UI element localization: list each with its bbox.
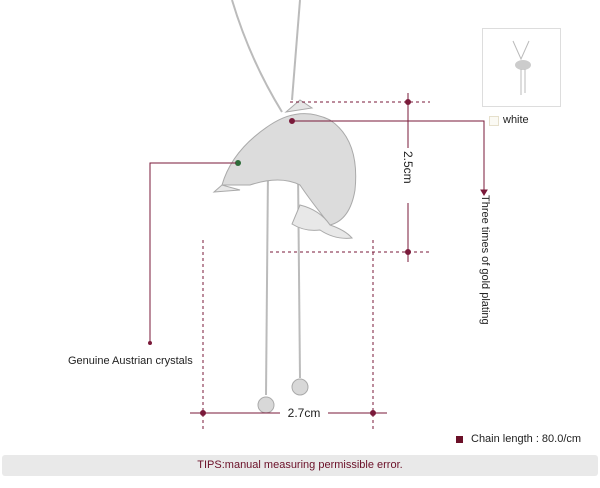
tips-bar: TIPS:manual measuring permissible error.	[2, 455, 598, 476]
height-label: 2.5cm	[401, 151, 415, 184]
plating-label: Three times of gold plating	[479, 195, 491, 325]
color-label: white	[503, 114, 529, 126]
chain-beads	[257, 378, 309, 414]
chain-length: Chain length : 80.0/cm	[456, 433, 581, 445]
dolphin-pendant	[212, 99, 357, 239]
variant-thumbnail[interactable]	[482, 28, 561, 107]
dolphin-thumbnail-image	[512, 40, 531, 95]
plating-pointer	[289, 118, 488, 196]
bullet-square-icon	[456, 435, 463, 443]
crystals-label: Genuine Austrian crystals	[68, 355, 193, 367]
tips-text: TIPS:manual measuring permissible error.	[197, 459, 403, 471]
crystals-pointer	[148, 162, 236, 345]
necklace-chain	[231, 0, 301, 396]
width-measure	[190, 240, 387, 430]
chain-length-label: Chain length : 80.0/cm	[471, 433, 582, 445]
width-label: 2.7cm	[288, 406, 321, 420]
height-measure	[270, 93, 430, 262]
color-checkbox[interactable]	[489, 116, 499, 126]
